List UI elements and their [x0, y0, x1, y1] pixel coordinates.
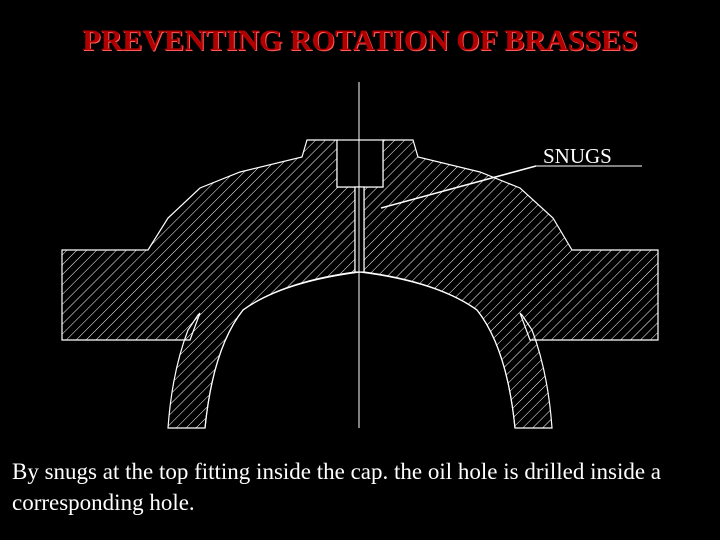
slide-caption: By snugs at the top fitting inside the c… [12, 459, 662, 515]
callout-leader-line [380, 165, 537, 209]
callout-label-snugs: SNUGS [543, 144, 612, 168]
left-brass-half [61, 139, 356, 429]
slide-title: PREVENTING ROTATION OF BRASSES [82, 24, 638, 57]
right-brass-half [363, 139, 659, 429]
snug-recess [336, 139, 384, 188]
